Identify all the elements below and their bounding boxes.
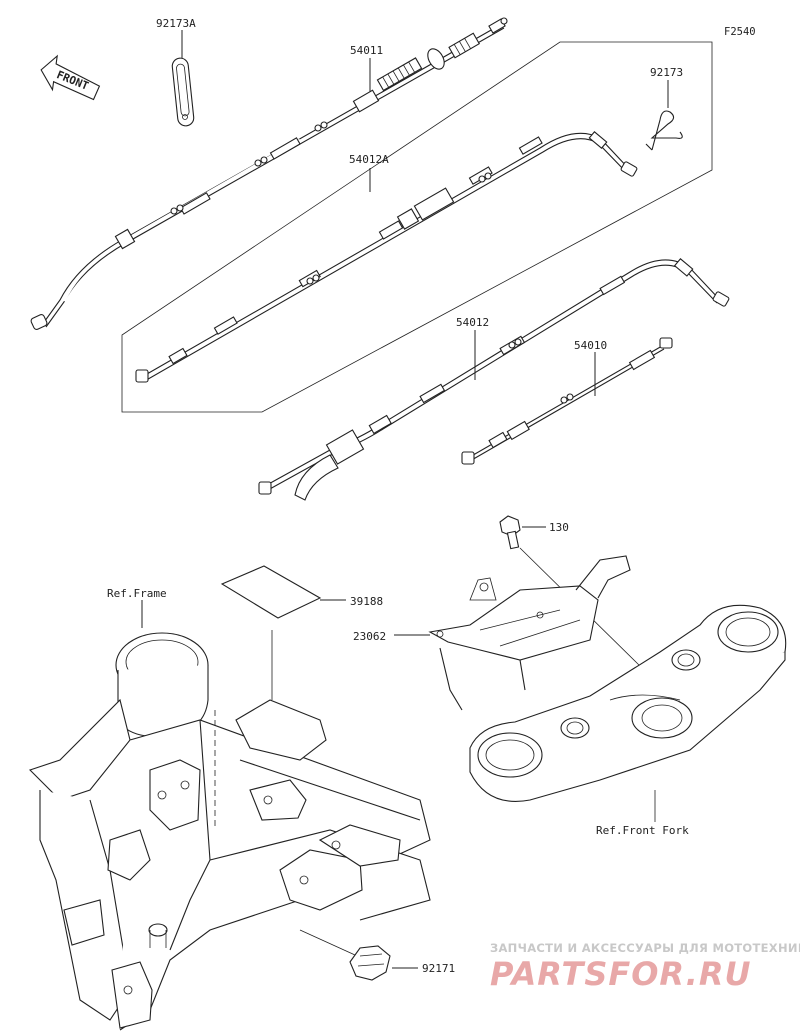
- label-23062: 23062: [353, 630, 386, 643]
- part-39188[interactable]: [220, 565, 346, 700]
- frame[interactable]: [28, 600, 431, 1031]
- label-92173: 92173: [650, 66, 683, 79]
- label-130: 130: [549, 521, 569, 534]
- group-outline: [121, 41, 713, 413]
- label-54012A: 54012A: [349, 153, 389, 166]
- part-23062[interactable]: [394, 555, 631, 711]
- upper-triple-clamp[interactable]: [469, 604, 787, 822]
- label-92171: 92171: [422, 962, 455, 975]
- label-54011: 54011: [350, 44, 383, 57]
- watermark-logo: PARTSFOR.RU: [490, 955, 751, 993]
- label-54010: 54010: [574, 339, 607, 352]
- cable-54012A[interactable]: [135, 131, 638, 383]
- front-arrow-icon: FRONT: [40, 54, 101, 101]
- cable-54010[interactable]: [461, 337, 673, 465]
- label-39188: 39188: [350, 595, 383, 608]
- label-ref-frame: Ref.Frame: [107, 587, 167, 600]
- cable-54012[interactable]: [258, 258, 730, 501]
- part-92173[interactable]: [645, 80, 683, 151]
- watermark-tagline: ЗАПЧАСТИ И АКСЕССУАРЫ ДЛЯ МОТОТЕХНИКИ: [490, 941, 800, 955]
- label-54012: 54012: [456, 316, 489, 329]
- part-92171[interactable]: [299, 929, 418, 981]
- diagram-code: F2540: [724, 26, 756, 38]
- part-92173A[interactable]: [171, 30, 195, 127]
- cable-54011[interactable]: [30, 17, 508, 330]
- label-92173A: 92173A: [156, 17, 196, 30]
- label-ref-front-fork: Ref.Front Fork: [596, 824, 689, 837]
